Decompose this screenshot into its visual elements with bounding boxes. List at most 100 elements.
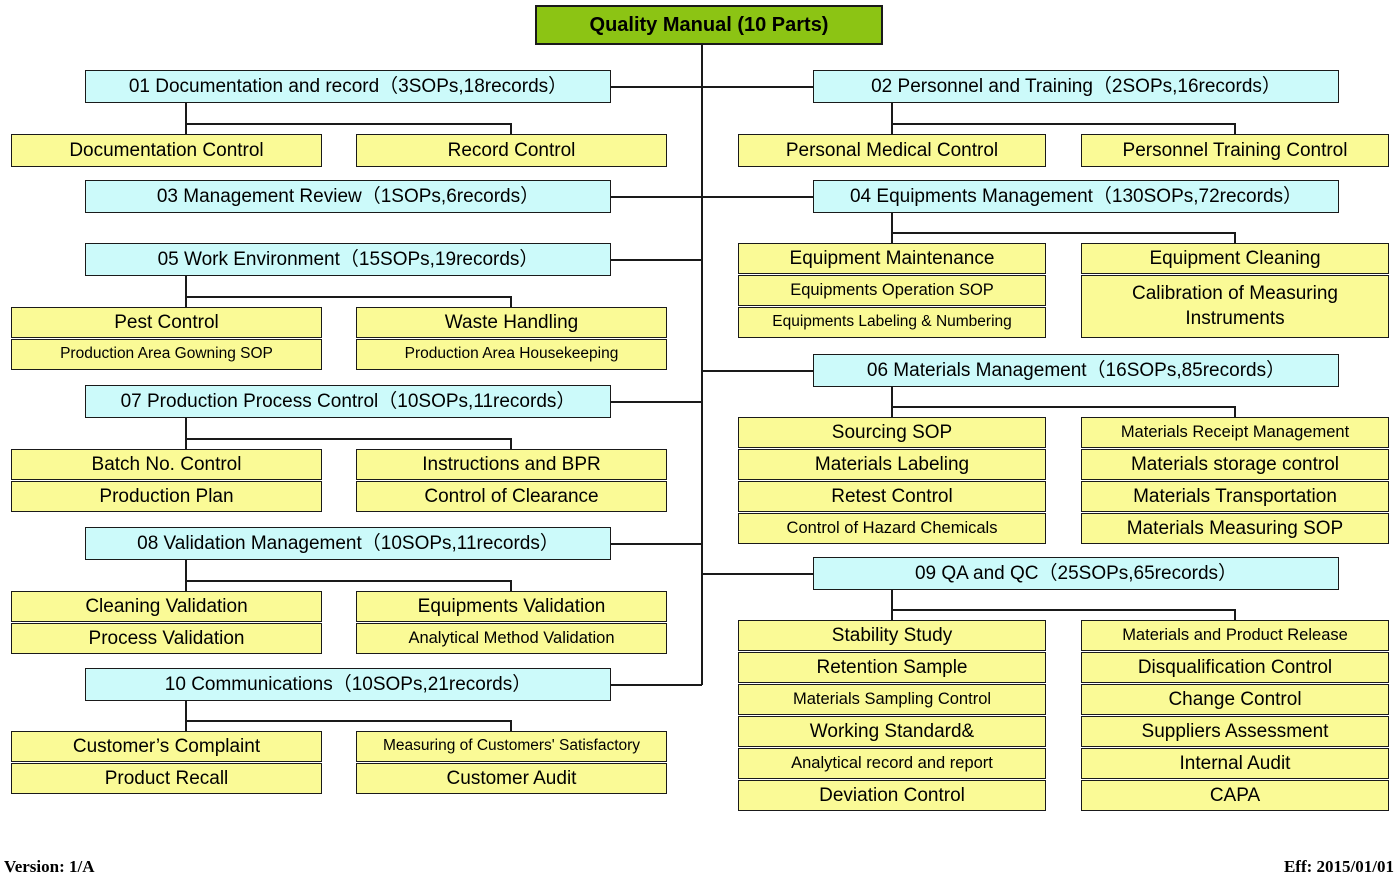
connector-ch05-bus (185, 296, 511, 298)
node-root-quality-manual[interactable]: Quality Manual (10 Parts) (535, 5, 883, 45)
node-production-area-housekeeping[interactable]: Production Area Housekeeping (356, 339, 667, 370)
connector-ch04-right-drop (1234, 232, 1236, 244)
node-chapter-03[interactable]: 03 Management Review（1SOPs,6records） (85, 180, 611, 213)
connector-ch09-right-drop (1234, 609, 1236, 621)
node-chapter-07[interactable]: 07 Production Process Control（10SOPs,11r… (85, 385, 611, 418)
node-cleaning-validation[interactable]: Cleaning Validation (11, 591, 322, 622)
node-production-area-gowning-sop[interactable]: Production Area Gowning SOP (11, 339, 322, 370)
node-materials-measuring-sop[interactable]: Materials Measuring SOP (1081, 513, 1389, 544)
connector-ch07-bus (185, 438, 511, 440)
node-stability-study[interactable]: Stability Study (738, 620, 1046, 651)
connector-spine-to-ch06 (701, 370, 813, 372)
connector-ch09-bus (891, 609, 1235, 611)
node-materials-receipt-management[interactable]: Materials Receipt Management (1081, 417, 1389, 448)
node-calibration-of-measuring-instruments[interactable]: Calibration of Measuring Instruments (1081, 275, 1389, 338)
node-retest-control[interactable]: Retest Control (738, 481, 1046, 512)
node-materials-labeling[interactable]: Materials Labeling (738, 449, 1046, 480)
connector-ch05-right-drop (510, 296, 512, 308)
node-chapter-10[interactable]: 10 Communications（10SOPs,21records） (85, 668, 611, 701)
connector-ch09-drop (891, 589, 893, 610)
node-chapter-05[interactable]: 05 Work Environment（15SOPs,19records） (85, 243, 611, 276)
node-equipment-maintenance[interactable]: Equipment Maintenance (738, 243, 1046, 274)
node-control-of-clearance[interactable]: Control of Clearance (356, 481, 667, 512)
connector-ch08-drop (185, 560, 187, 581)
node-chapter-09[interactable]: 09 QA and QC（25SOPs,65records） (813, 557, 1339, 590)
connector-ch07-right-drop (510, 438, 512, 450)
connector-ch05-drop (185, 276, 187, 297)
node-chapter-01[interactable]: 01 Documentation and record（3SOPs,18reco… (85, 70, 611, 103)
node-change-control[interactable]: Change Control (1081, 684, 1389, 715)
node-internal-audit[interactable]: Internal Audit (1081, 748, 1389, 779)
connector-ch02-right-drop (1234, 123, 1236, 135)
footer-version: Version: 1/A (4, 857, 95, 876)
connector-ch10-drop (185, 700, 187, 721)
node-suppliers-assessment[interactable]: Suppliers Assessment (1081, 716, 1389, 747)
connector-spine-to-ch03 (610, 196, 702, 198)
connector-ch01-drop (185, 103, 187, 124)
node-deviation-control[interactable]: Deviation Control (738, 780, 1046, 811)
connector-ch02-bus (891, 123, 1235, 125)
connector-ch10-left-drop (185, 720, 187, 732)
node-retention-sample[interactable]: Retention Sample (738, 652, 1046, 683)
connector-spine-to-ch04 (701, 196, 813, 198)
node-working-standard[interactable]: Working Standard& (738, 716, 1046, 747)
footer-effective-date: Eff: 2015/01/01 (1283, 857, 1394, 876)
connector-ch10-bus (185, 720, 511, 722)
node-control-of-hazard-chemicals[interactable]: Control of Hazard Chemicals (738, 513, 1046, 544)
connector-ch04-left-drop (891, 232, 893, 244)
connector-ch10-right-drop (510, 720, 512, 732)
node-personnel-training-control[interactable]: Personnel Training Control (1081, 134, 1389, 167)
connector-ch07-left-drop (185, 438, 187, 450)
node-materials-sampling-control[interactable]: Materials Sampling Control (738, 684, 1046, 715)
connector-spine-to-ch01 (610, 86, 702, 88)
node-equipment-cleaning[interactable]: Equipment Cleaning (1081, 243, 1389, 274)
connector-ch01-right-drop (510, 123, 512, 135)
node-disqualification-control[interactable]: Disqualification Control (1081, 652, 1389, 683)
node-capa[interactable]: CAPA (1081, 780, 1389, 811)
node-personal-medical-control[interactable]: Personal Medical Control (738, 134, 1046, 167)
node-materials-storage-control[interactable]: Materials storage control (1081, 449, 1389, 480)
connector-spine-to-ch08 (610, 543, 702, 545)
node-chapter-02[interactable]: 02 Personnel and Training（2SOPs,16record… (813, 70, 1339, 103)
connector-ch08-right-drop (510, 580, 512, 592)
node-customers-complaint[interactable]: Customer’s Complaint (11, 731, 322, 762)
node-analytical-method-validation[interactable]: Analytical Method Validation (356, 623, 667, 654)
node-equipments-operation-sop[interactable]: Equipments Operation SOP (738, 275, 1046, 306)
connector-ch07-drop (185, 418, 187, 439)
connector-ch04-bus (891, 232, 1235, 234)
connector-ch02-left-drop (891, 123, 893, 135)
node-customer-audit[interactable]: Customer Audit (356, 763, 667, 794)
node-documentation-control[interactable]: Documentation Control (11, 134, 322, 167)
node-production-plan[interactable]: Production Plan (11, 481, 322, 512)
node-materials-transportation[interactable]: Materials Transportation (1081, 481, 1389, 512)
connector-spine-to-ch07 (610, 401, 702, 403)
connector-ch09-left-drop (891, 609, 893, 621)
node-waste-handling[interactable]: Waste Handling (356, 307, 667, 338)
node-sourcing-sop[interactable]: Sourcing SOP (738, 417, 1046, 448)
connector-ch06-left-drop (891, 406, 893, 418)
node-record-control[interactable]: Record Control (356, 134, 667, 167)
node-product-recall[interactable]: Product Recall (11, 763, 322, 794)
connector-ch01-bus (185, 123, 511, 125)
connector-spine-to-ch09 (701, 573, 813, 575)
node-equipments-validation[interactable]: Equipments Validation (356, 591, 667, 622)
node-batch-no-control[interactable]: Batch No. Control (11, 449, 322, 480)
connector-spine-to-ch05 (610, 259, 702, 261)
node-equipments-labeling-numbering[interactable]: Equipments Labeling & Numbering (738, 307, 1046, 338)
node-pest-control[interactable]: Pest Control (11, 307, 322, 338)
connector-spine-to-ch10 (610, 684, 702, 686)
connector-ch08-left-drop (185, 580, 187, 592)
node-chapter-04[interactable]: 04 Equipments Management（130SOPs,72recor… (813, 180, 1339, 213)
node-materials-and-product-release[interactable]: Materials and Product Release (1081, 620, 1389, 651)
node-analytical-record-and-report[interactable]: Analytical record and report (738, 748, 1046, 779)
connector-ch02-drop (891, 103, 893, 124)
connector-ch04-drop (891, 212, 893, 233)
node-measuring-of-customers-satisfactory[interactable]: Measuring of Customers' Satisfactory (356, 731, 667, 762)
node-chapter-06[interactable]: 06 Materials Management（16SOPs,85records… (813, 354, 1339, 387)
connector-spine-to-ch02 (701, 86, 813, 88)
node-instructions-and-bpr[interactable]: Instructions and BPR (356, 449, 667, 480)
node-chapter-08[interactable]: 08 Validation Management（10SOPs,11record… (85, 527, 611, 560)
node-process-validation[interactable]: Process Validation (11, 623, 322, 654)
connector-ch08-bus (185, 580, 511, 582)
